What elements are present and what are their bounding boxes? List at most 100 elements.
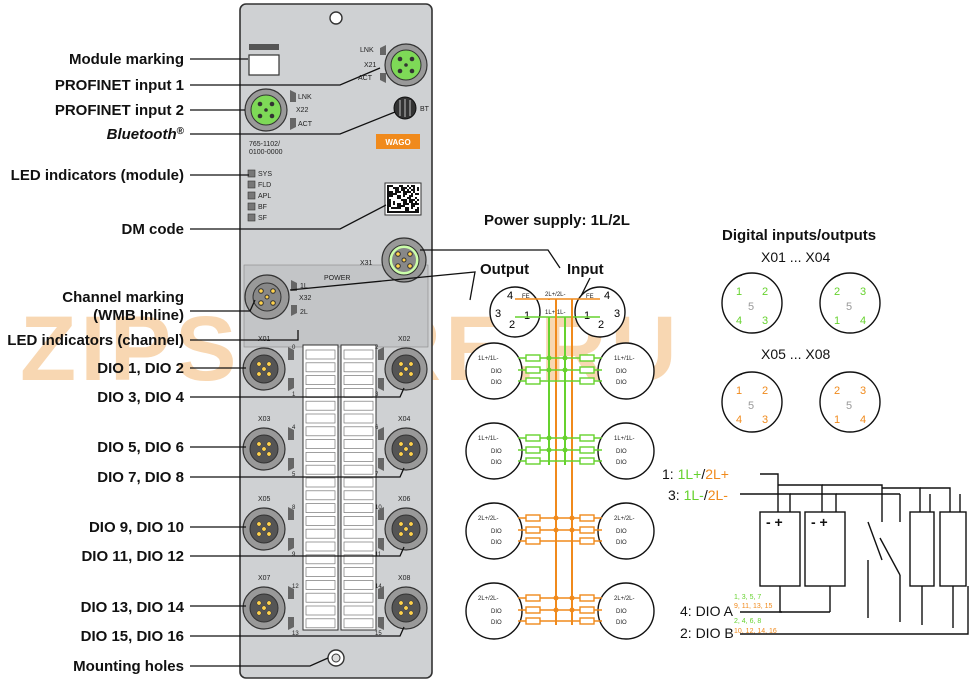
marking-strip-cell [343, 592, 374, 603]
channel-led [378, 507, 384, 520]
label-dio-9-10: DIO 9, DIO 10 [89, 519, 184, 536]
pinout-pin-4: 4 [860, 315, 866, 327]
label-dio-7-8: DIO 7, DIO 8 [97, 469, 184, 486]
marking-strip-cell [305, 605, 336, 616]
channel-dio-label: DIO [616, 449, 627, 455]
x21-label: X21 [364, 62, 377, 69]
marking-strip-cell [305, 362, 336, 373]
module-led-label: SF [258, 215, 267, 222]
wiring-line3-sep: / [704, 487, 708, 503]
wiring-dio-a-orange: 9, 11, 13, 15 [734, 603, 773, 610]
x21-act-led [380, 73, 386, 83]
pinout-pin-5: 5 [748, 301, 754, 313]
marking-strip-cell [305, 541, 336, 552]
out-pin-fe: FE [522, 294, 530, 300]
wiring-line-1: 1: 1L+/2L+ [662, 466, 729, 482]
wiring-line3-green: 1L- [684, 487, 705, 503]
x21-act-label: ACT [358, 75, 373, 82]
module-led-apl [247, 191, 256, 200]
marking-strip-cell [305, 503, 336, 513]
port-label: X07 [258, 575, 271, 582]
port-x08 [384, 586, 428, 630]
wiring-dio-b-green: 2, 4, 6, 8 [734, 618, 761, 625]
marking-strip-cell [343, 349, 374, 360]
channel-number: 4 [292, 425, 296, 431]
out-pin-4: 4 [507, 290, 513, 302]
marking-strip-cell [343, 400, 374, 411]
label-profinet-input-1: PROFINET input 1 [55, 77, 184, 94]
marking-strip-cell [305, 400, 336, 411]
channel-led [378, 427, 384, 440]
marking-strip-cell [305, 464, 336, 475]
in-pin-2: 2 [598, 319, 604, 331]
mounting-hole-top [329, 11, 343, 25]
pinout-pin-2: 2 [762, 385, 768, 397]
channel-header-label: 1L+/1L- [478, 436, 499, 442]
channel-led [288, 586, 294, 599]
channel-number: 5 [292, 472, 296, 478]
marking-strip-cell [305, 477, 336, 488]
x31-power-connector [381, 237, 427, 283]
x21-lnk-led [380, 45, 386, 55]
marking-strip-cell [343, 528, 374, 539]
marking-strip-cell [343, 541, 374, 552]
out-pin-2: 2 [509, 319, 515, 331]
port-label: X02 [398, 336, 411, 343]
label-channel-marking: Channel marking [62, 289, 184, 306]
channel-dio-label: DIO [616, 380, 627, 386]
channel-number: 11 [375, 552, 382, 558]
port-x05 [242, 507, 286, 551]
marking-strip-cell [305, 452, 336, 462]
channel-port-pairs: 1L+/1L-DIODIO1L+/1L-DIODIO1L+/1L-DIODIO1… [465, 342, 655, 640]
channel-led [378, 347, 384, 360]
channel-header-label: 2L+/2L- [614, 516, 635, 522]
channel-led [288, 347, 294, 360]
marking-strip-cell [343, 388, 374, 398]
power-output-connector: 4 FE 3 2 1 [489, 286, 541, 338]
dio-port-connectors: X0101X0223X0345X0467X0589X061011X071213X… [242, 336, 428, 637]
pinout-pin-5: 5 [748, 400, 754, 412]
pinout-pin-3: 3 [762, 414, 768, 426]
power-output-label: Output [480, 261, 529, 278]
channel-dio-label: DIO [616, 609, 627, 615]
channel-header-label: 2L+/2L- [614, 596, 635, 602]
module-led-label: BF [258, 204, 267, 211]
marking-strip-cell [305, 439, 336, 449]
channel-number: 10 [375, 505, 382, 511]
marking-strip-cell [305, 426, 336, 437]
wiring-line1-orange: 2L+ [705, 466, 729, 482]
module-marking-plate [248, 44, 280, 76]
marking-strip-cell [305, 413, 336, 424]
in-pin-fe: FE [586, 294, 594, 300]
pinout-pin-1: 1 [736, 286, 742, 298]
out-pin-3: 3 [495, 308, 501, 320]
pinout-pin-2: 2 [834, 286, 840, 298]
label-led-channel: LED indicators (channel) [7, 332, 184, 349]
pinout-pin-2: 2 [762, 286, 768, 298]
label-dio-11-12: DIO 11, DIO 12 [81, 548, 184, 565]
pinout-pin-5: 5 [846, 301, 852, 313]
left-callout-labels: Module marking PROFINET input 1 PROFINET… [7, 51, 184, 675]
channel-dio-label: DIO [616, 529, 627, 535]
channel-led [378, 538, 384, 551]
marking-strip-cell [305, 375, 336, 385]
module-led-sf [247, 213, 256, 222]
x21-connector [384, 43, 428, 87]
channel-number: 12 [292, 584, 299, 590]
channel-led [378, 458, 384, 471]
label-dio-13-14: DIO 13, DIO 14 [81, 599, 185, 616]
port-x03 [242, 427, 286, 471]
module-led-label: APL [258, 193, 271, 200]
port-x07 [242, 586, 286, 630]
channel-number: 1 [292, 392, 296, 398]
marking-strip-cell [343, 503, 374, 513]
channel-dio-label: DIO [491, 620, 502, 626]
power-input-label: Input [567, 261, 604, 278]
